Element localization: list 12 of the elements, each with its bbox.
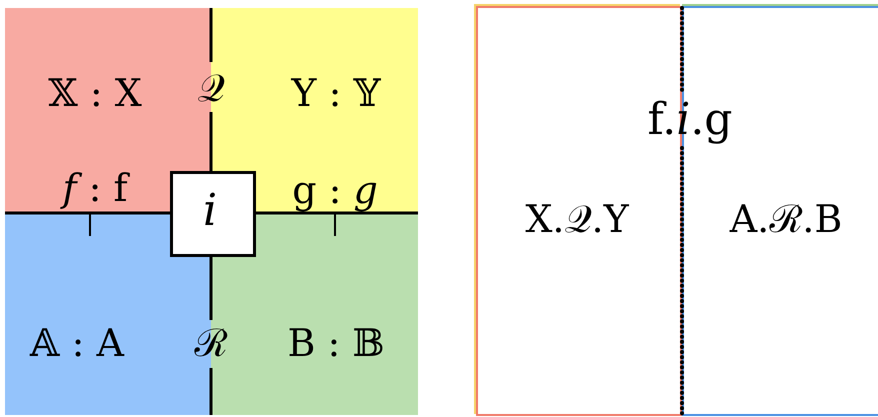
cell-box xyxy=(170,171,256,257)
math-label: B : 𝔹 xyxy=(288,324,384,362)
math-label: 𝔸 : A xyxy=(30,324,124,362)
cell-label: i xyxy=(202,189,218,233)
math-label: A.ℛ.B xyxy=(730,200,842,238)
math-label: Y : 𝕐 xyxy=(291,74,381,112)
math-label: X.𝒬.Y xyxy=(525,200,629,238)
math-label: g : g xyxy=(292,171,378,209)
math-label: 𝒬 xyxy=(198,69,224,107)
math-label: 𝕏 : X xyxy=(48,74,142,112)
math-label: ℛ xyxy=(194,324,228,362)
math-label: f : f xyxy=(62,169,128,207)
